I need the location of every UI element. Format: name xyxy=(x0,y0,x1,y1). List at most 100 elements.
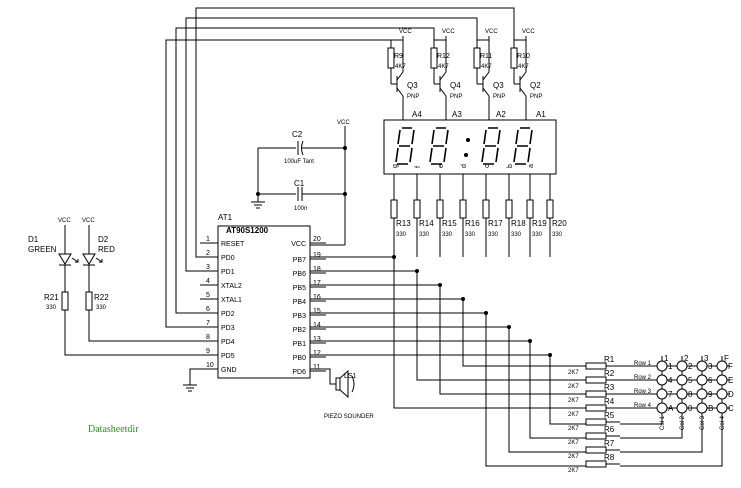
key-label: 1 xyxy=(668,362,673,371)
transistor-type: PNP xyxy=(530,94,542,100)
key-label: 9 xyxy=(708,390,713,399)
vcc-label: VCC xyxy=(522,29,535,35)
transistor-ref: Q4 xyxy=(450,81,461,90)
portb-wiring xyxy=(310,255,552,357)
mcu-pin-name: PD0 xyxy=(221,255,235,262)
key-switch-icon[interactable] xyxy=(696,360,708,372)
r22-ref: R22 xyxy=(94,293,109,302)
speaker-icon xyxy=(335,377,341,391)
d1-color: GREEN xyxy=(28,245,57,254)
key-label: 5 xyxy=(688,376,693,385)
mcu-pin-number: 20 xyxy=(313,236,321,243)
key-switch-icon[interactable] xyxy=(716,388,728,400)
segment-resistor-ref: R15 xyxy=(442,219,457,228)
key-switch-icon[interactable] xyxy=(656,388,668,400)
key-switch-icon[interactable] xyxy=(696,402,708,414)
mcu-pin-name: PD5 xyxy=(221,353,235,360)
base-resistor-ref: R10 xyxy=(517,53,530,60)
mcu-pins: 1RESET2PD03PD14XTAL25XTAL16PD27PD38PD49P… xyxy=(200,236,326,376)
key-switch-icon[interactable] xyxy=(716,374,728,386)
key-switch-icon[interactable] xyxy=(676,402,688,414)
segment-resistor-value: 330 xyxy=(465,232,476,238)
key-switch-icon[interactable] xyxy=(696,388,708,400)
wire-pd2 xyxy=(175,27,435,314)
mcu-pin-name: PD6 xyxy=(292,369,306,376)
digit-label: A2 xyxy=(496,110,506,119)
key-switch-icon[interactable] xyxy=(676,388,688,400)
key-switch-icon[interactable] xyxy=(656,360,668,372)
key-label: D xyxy=(728,390,734,399)
segment-resistor-body xyxy=(459,199,467,219)
r22-value: 330 xyxy=(96,305,107,311)
mcu-pin-name: PD3 xyxy=(221,325,235,332)
key-switch-icon[interactable] xyxy=(676,360,688,372)
mcu-pin-number: 4 xyxy=(206,278,210,285)
keypad-resistor-value: 2K7 xyxy=(568,468,579,474)
c1-value: 100n xyxy=(294,206,307,212)
keypad-resistor-ref: R2 xyxy=(604,369,615,378)
ls1-ref: LS1 xyxy=(344,373,357,380)
key-switch-icon[interactable] xyxy=(656,402,668,414)
segment-resistor-body xyxy=(526,199,534,219)
mcu-pin-number: 13 xyxy=(313,336,321,343)
keypad-resistor-value: 2K7 xyxy=(568,440,579,446)
segment-resistor-value: 330 xyxy=(511,232,522,238)
mcu-pin-number: 3 xyxy=(206,264,210,271)
digit-label: A1 xyxy=(536,110,546,119)
key-switch-icon[interactable] xyxy=(716,402,728,414)
vcc-label: VCC xyxy=(399,29,412,35)
status-leds: VCC VCC D1 GREEN D2 RED R21 330 R22 330 xyxy=(28,218,218,356)
mcu-pin-number: 11 xyxy=(313,364,320,371)
keypad-resistor-body xyxy=(585,460,607,468)
key-switch-icon[interactable] xyxy=(716,360,728,372)
key-switch-icon[interactable] xyxy=(696,374,708,386)
vcc-label-d2: VCC xyxy=(82,218,95,224)
segment-resistor-value: 330 xyxy=(442,232,453,238)
r22-body xyxy=(85,291,93,311)
keypad-col-header: 3 xyxy=(704,354,709,363)
key-label: A xyxy=(668,404,674,413)
segment-resistor-body xyxy=(505,199,513,219)
segment-resistor-body xyxy=(413,199,421,219)
segment-resistor-value: 330 xyxy=(396,232,407,238)
transistor-type: PNP xyxy=(407,94,419,100)
mcu-pin-number: 2 xyxy=(206,250,210,257)
digit-label: A4 xyxy=(412,110,422,119)
segment-resistor-ref: R16 xyxy=(465,219,480,228)
base-resistor-value: 4K7 xyxy=(438,64,449,70)
r21-ref: R21 xyxy=(44,293,59,302)
keypad-row-label: Row 4 xyxy=(634,403,652,409)
keypad-resistor-value: 2K7 xyxy=(568,412,579,418)
segment-pin-label: a xyxy=(528,164,535,168)
transistor-type: PNP xyxy=(493,94,505,100)
key-label: 7 xyxy=(668,390,673,399)
digit-drive-wiring xyxy=(165,7,515,328)
digit-label: A3 xyxy=(452,110,462,119)
watermark-text: Datasheetdir xyxy=(88,424,139,435)
keypad-resistor-value: 2K7 xyxy=(568,384,579,390)
key-switch-icon[interactable] xyxy=(656,374,668,386)
keypad-col-label: Col 1 xyxy=(660,415,666,430)
d2-ref: D2 xyxy=(98,235,109,244)
segment-resistor-value: 330 xyxy=(532,232,543,238)
base-resistor-ref: R11 xyxy=(480,53,492,60)
mcu-pin-number: 1 xyxy=(206,236,210,243)
mcu-pin-name: PB4 xyxy=(293,299,306,306)
base-resistor-value: 4K7 xyxy=(395,64,406,70)
key-switch-icon[interactable] xyxy=(676,374,688,386)
mcu-at90s1200: AT1 AT90S1200 1RESET2PD03PD14XTAL25XTAL1… xyxy=(200,213,326,379)
key-label: 3 xyxy=(708,362,713,371)
key-label: C xyxy=(728,404,734,413)
segment-resistor-ref: R20 xyxy=(552,219,567,228)
